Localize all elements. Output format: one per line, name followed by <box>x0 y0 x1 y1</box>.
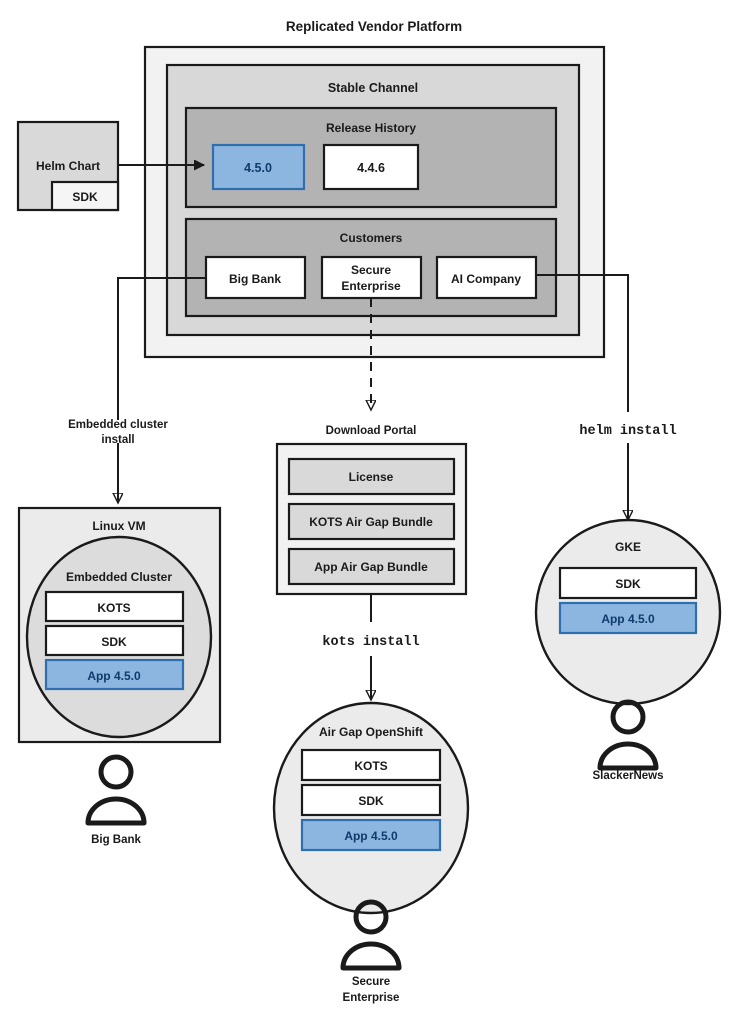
target-gke-label: GKE <box>615 540 641 554</box>
person-icon <box>340 899 402 971</box>
helm-chart-label: Helm Chart <box>36 159 100 173</box>
component-label: KOTS <box>354 759 387 773</box>
helm-chart-sdk-box[interactable] <box>50 180 120 212</box>
customer-label-line2: Enterprise <box>341 279 401 293</box>
customer-label: Big Bank <box>229 272 281 286</box>
component-box-sdk[interactable] <box>558 566 698 600</box>
customer-label-line1: Secure <box>351 263 391 277</box>
component-label: SDK <box>101 635 127 649</box>
component-label: App 4.5.0 <box>87 669 141 683</box>
release-version-label: 4.5.0 <box>244 161 272 175</box>
stable-channel-label: Stable Channel <box>328 81 418 95</box>
customer-label: AI Company <box>451 272 521 286</box>
target-linux-vm-label: Linux VM <box>92 519 145 533</box>
component-box-kots[interactable] <box>300 748 442 782</box>
component-box-app[interactable] <box>558 601 698 635</box>
person-icon <box>85 754 147 826</box>
portal-item-app-air-gap-bundle[interactable] <box>287 547 456 586</box>
page-title: Replicated Vendor Platform <box>286 19 462 34</box>
component-box-sdk[interactable] <box>44 624 185 657</box>
target-air-gap-openshift-label: Air Gap OpenShift <box>319 725 423 739</box>
component-label: App 4.5.0 <box>344 829 398 843</box>
flow-label-helm-install: helm install <box>579 424 676 439</box>
component-box-app[interactable] <box>44 658 185 691</box>
embedded-cluster-label: Embedded Cluster <box>66 570 172 584</box>
customer-box-secure-enterprise[interactable] <box>320 255 423 300</box>
component-label: SDK <box>358 794 384 808</box>
flow-label-embedded-install-line1: Embedded cluster <box>68 419 168 431</box>
release-box-4-5-0[interactable] <box>211 143 306 191</box>
component-label: KOTS <box>97 601 130 615</box>
component-box-kots[interactable] <box>44 590 185 623</box>
release-box-4-4-6[interactable] <box>322 143 420 191</box>
connector-aicompany-to-helm <box>536 274 629 412</box>
target-customer-label: Big Bank <box>91 834 141 846</box>
portal-item-label: KOTS Air Gap Bundle <box>309 515 433 529</box>
portal-item-label: App Air Gap Bundle <box>314 560 428 574</box>
flow-label-kots-install: kots install <box>322 635 419 650</box>
person-icon <box>597 699 659 771</box>
target-customer-label-line1: Secure <box>352 976 390 988</box>
component-box-sdk[interactable] <box>300 783 442 817</box>
download-portal-label: Download Portal <box>326 425 417 437</box>
release-history-label: Release History <box>326 121 416 135</box>
release-version-label: 4.4.6 <box>357 161 385 175</box>
portal-item-kots-air-gap-bundle[interactable] <box>287 502 456 541</box>
customer-box-big-bank[interactable] <box>204 255 307 300</box>
target-customer-label-line2: Enterprise <box>343 992 400 1004</box>
component-label: SDK <box>615 577 641 591</box>
portal-item-license[interactable] <box>287 457 456 496</box>
connector-bigbank-to-embedded <box>117 277 206 420</box>
component-box-app[interactable] <box>300 818 442 852</box>
customers-label: Customers <box>340 231 403 245</box>
component-label: App 4.5.0 <box>601 612 655 626</box>
flow-label-embedded-install-line2: install <box>101 434 134 446</box>
target-customer-label: SlackerNews <box>593 770 664 782</box>
portal-item-label: License <box>349 470 394 484</box>
helm-chart-sdk-label: SDK <box>72 190 98 204</box>
customer-box-ai-company[interactable] <box>435 255 538 300</box>
